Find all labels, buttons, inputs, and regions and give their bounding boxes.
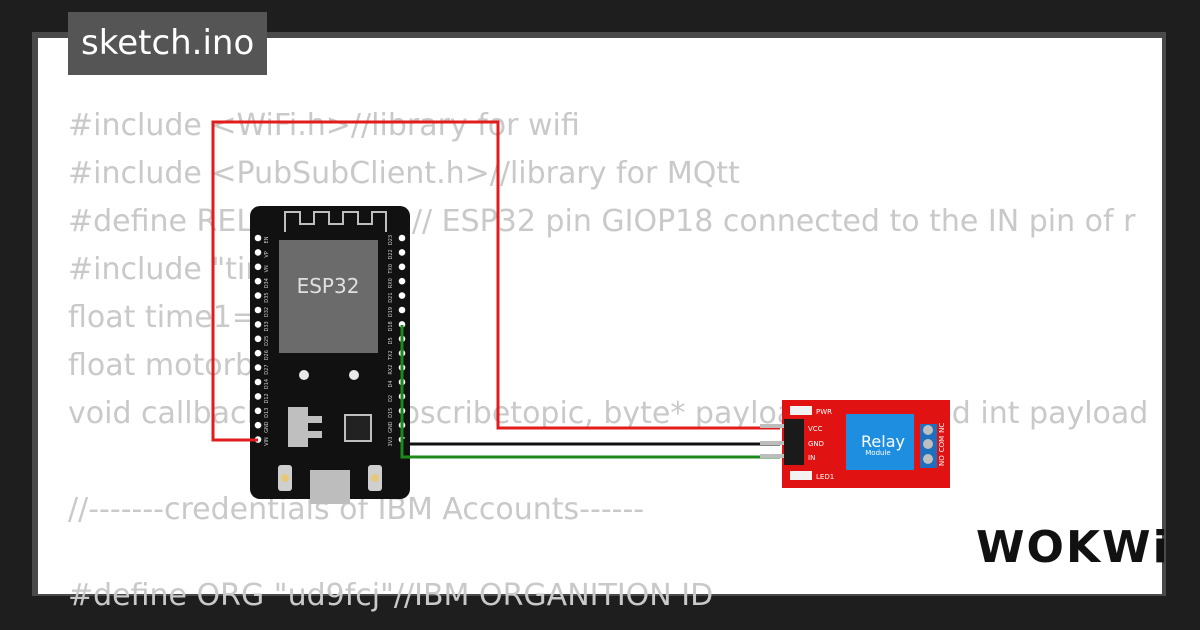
relay-module[interactable]: VCC GND IN PWR LED1 Relay Module NOCOMNC [760, 400, 950, 488]
pwr-led-label: PWR [816, 408, 832, 416]
pin-label: TX0 [388, 264, 394, 275]
pin-hole[interactable] [254, 393, 262, 400]
code-line: #define ORG "ud9fcj"//IBM ORGANITION ID [68, 578, 714, 613]
pin-label: D26 [264, 350, 270, 360]
mount-hole [299, 370, 309, 380]
pin-label: D27 [264, 364, 270, 374]
wokwi-logo: WOKWi [976, 522, 1170, 573]
pin-label: D5 [388, 337, 394, 344]
esp32-label: ESP32 [297, 274, 360, 298]
micro-usb-port [310, 470, 350, 504]
pin-hole[interactable] [254, 421, 262, 429]
pin-hole[interactable] [398, 292, 406, 299]
terminal-screw [923, 439, 933, 449]
pin-hole[interactable] [398, 263, 406, 271]
pin-hole[interactable] [398, 277, 406, 285]
pin-hole[interactable] [254, 277, 262, 285]
pin-label-vcc: VCC [808, 425, 823, 433]
pin-label: GND [264, 421, 270, 433]
pin-label: VN [264, 265, 270, 272]
pin-hole[interactable] [254, 306, 262, 314]
terminal-screw [923, 425, 933, 435]
pin-hole[interactable] [254, 364, 262, 371]
gnd-wire [402, 438, 780, 446]
pin-hole[interactable] [254, 378, 262, 386]
code-line: #include <PubSubClient.h>//library for M… [68, 156, 740, 191]
file-title: sketch.ino [68, 12, 268, 75]
voltage-regulator [288, 407, 308, 447]
pin-label: RX2 [388, 365, 394, 375]
pin-hole[interactable] [254, 292, 262, 299]
pin-hole[interactable] [254, 321, 262, 328]
pin-hole[interactable] [254, 335, 262, 343]
relay-sublabel: Module [865, 449, 890, 457]
vcc-wire [211, 120, 780, 442]
pin-label: D15 [388, 408, 394, 418]
preview-panel: #include <WiFi.h>//library for wifi #inc… [38, 38, 1162, 613]
pin-label: D4 [388, 380, 394, 387]
usb-chip [344, 414, 372, 442]
pin-label: D2 [388, 395, 394, 402]
signal-wire [400, 325, 780, 459]
pin-hole[interactable] [254, 349, 262, 357]
pin-hole[interactable] [398, 249, 406, 256]
pin-label: TX2 [388, 350, 394, 361]
pin-label: RX0 [388, 278, 394, 288]
terminal-labels: NOCOMNC [938, 423, 946, 466]
esp32-board[interactable]: ESP32 ENVPVND34D35D32D33D25D26D27D14D12D… [250, 206, 410, 504]
pin-label: D18 [388, 321, 394, 331]
pin-label: D13 [264, 408, 270, 418]
relay-pin [760, 441, 786, 445]
pin-hole[interactable] [254, 407, 262, 415]
led1 [790, 471, 812, 480]
pin-label: D21 [388, 292, 394, 302]
led1-label: LED1 [816, 473, 834, 481]
pin-label: EN [264, 236, 270, 243]
antenna-trace [284, 211, 387, 232]
pin-label: D32 [264, 307, 270, 317]
relay-pin [760, 454, 786, 458]
pin-hole[interactable] [398, 234, 406, 242]
pin-hole[interactable] [398, 306, 406, 314]
pin-label: D34 [264, 278, 270, 288]
pwr-led [790, 406, 812, 415]
pin-label: 3V3 [388, 437, 394, 447]
pin-label: D25 [264, 336, 270, 346]
pin-label: GND [388, 421, 394, 433]
relay-header [784, 419, 804, 465]
pin-label: D23 [388, 235, 394, 245]
pin-label-gnd: GND [808, 440, 824, 448]
terminal-screw [923, 454, 933, 464]
pin-label: VP [264, 251, 270, 257]
esp32-module [279, 240, 378, 353]
pin-label: VIN [264, 437, 270, 446]
pin-label: D33 [264, 321, 270, 331]
pin-label: D14 [264, 379, 270, 389]
pin-label-in: IN [808, 454, 815, 462]
pin-label: D12 [264, 393, 270, 403]
pin-hole[interactable] [254, 249, 262, 256]
pin-hole[interactable] [254, 263, 262, 271]
mount-hole [349, 370, 359, 380]
pin-label: D19 [388, 307, 394, 317]
pin-label: D35 [264, 292, 270, 302]
pin-label: D22 [388, 249, 394, 259]
pin-hole[interactable] [398, 321, 406, 328]
relay-block [846, 414, 914, 470]
relay-label: Relay [861, 432, 905, 451]
pin-hole[interactable] [254, 234, 262, 242]
relay-pin [760, 424, 786, 428]
